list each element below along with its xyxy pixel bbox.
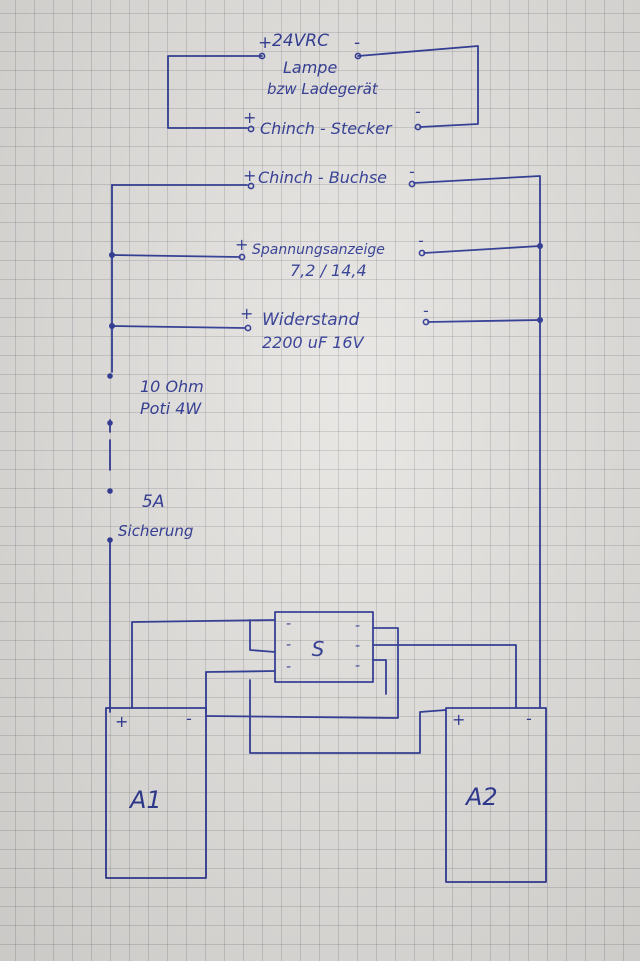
resistor-name-label: Widerstand [262,310,359,330]
battery-a2 [445,707,547,883]
plug-labels: + Chinch - Stecker - [243,102,421,138]
right-rail [413,175,541,709]
switch-wire-right-top [205,627,399,719]
capacitor-value-label: 2200 uF 16V [262,333,365,352]
lamp-minus-terminal [354,52,362,60]
plug-minus-label: - [415,102,421,121]
switch-wire-a1-plus [131,619,276,709]
voltmeter-plus-label: + [235,235,248,254]
resistor-minus-terminal [422,318,430,326]
resistor-plus-label: + [240,304,253,323]
lamp-plus-terminal [258,52,266,60]
resistor-minus-label: - [423,301,429,320]
plug-plus-label: + [243,108,256,127]
plug-name-label: Chinch - Stecker [260,119,393,138]
lamp-right-wire [357,45,479,128]
switch-box [274,611,374,683]
poti-bottom-terminal [107,420,113,426]
lamp-voltage-label: 24VRC [272,31,329,51]
switch-wire-a2-plus [249,679,447,754]
voltmeter-range-label: 7,2 / 14,4 [290,261,367,280]
lamp-labels: + 24VRC - Lampe bzw Ladegerät [258,31,379,98]
socket-plus-terminal [247,182,255,190]
poti-top-terminal [107,373,113,379]
battery-a2-name-label: A2 [464,783,498,811]
fuse-name-label: Sicherung [118,522,193,540]
switch-contact-minus: - [355,638,360,654]
switch-contact-minus: - [286,659,291,675]
socket-plus-label: + [243,166,256,185]
resistor-plus-terminal [244,324,252,332]
lamp-loop [167,45,479,133]
fuse-labels: 5A Sicherung [118,492,193,540]
switch-wire-right-bottom [372,659,387,695]
voltmeter-name-label: Spannungsanzeige [252,242,385,258]
junction-dot [537,317,543,323]
socket-name-label: Chinch - Buchse [258,168,387,187]
lamp-minus-label: - [354,33,360,53]
switch-contact-minus: - [355,658,360,674]
fuse-top-terminal [107,488,113,494]
junction-dot [537,243,543,249]
lamp-charger-label: bzw Ladegerät [267,80,379,98]
voltmeter-minus-terminal [418,249,426,257]
socket-minus-terminal [408,180,416,188]
battery-a1-name-label: A1 [128,786,162,814]
junction-dot [109,252,115,258]
battery-a1 [105,707,207,879]
switch-label: S [312,637,325,661]
junction-dot [109,323,115,329]
poti-value-label: 10 Ohm [140,377,204,396]
switch-contact-minus: - [286,616,291,632]
switch-wire-a2-minus [372,644,517,709]
poti-rating-label: Poti 4W [140,399,202,418]
switch-wire-left-mid [249,619,276,653]
battery-a1-minus-label: - [186,709,192,728]
resistor-labels: + Widerstand - 2200 uF 16V [240,301,429,352]
fuse-value-label: 5A [142,492,164,512]
voltmeter-plus-terminal [238,253,246,261]
resistor-left-wire [111,325,246,329]
switch-contact-minus: - [286,637,291,653]
resistor-right-wire [427,319,541,323]
switch-wire-a1-minus [205,670,276,714]
poti-labels: 10 Ohm Poti 4W [140,377,204,418]
lamp-name-label: Lampe [283,58,337,77]
battery-a1-plus-label: + [115,712,128,731]
voltmeter-left-wire [111,254,241,258]
battery-a2-plus-label: + [452,710,465,729]
voltmeter-right-wire [423,245,541,254]
socket-labels: + Chinch - Buchse - [243,162,415,187]
battery-labels: + - A1 + - A2 [115,709,532,814]
switch-contact-minus: - [355,618,360,634]
socket-minus-label: - [409,162,415,181]
plug-plus-terminal [247,125,255,133]
battery-a2-minus-label: - [526,709,532,728]
voltmeter-labels: + Spannungsanzeige - 7,2 / 14,4 [235,231,424,280]
lamp-plus-label: + [258,33,272,53]
lamp-left-wire [167,55,263,129]
plug-minus-terminal [414,123,422,131]
voltmeter-minus-label: - [418,231,424,250]
